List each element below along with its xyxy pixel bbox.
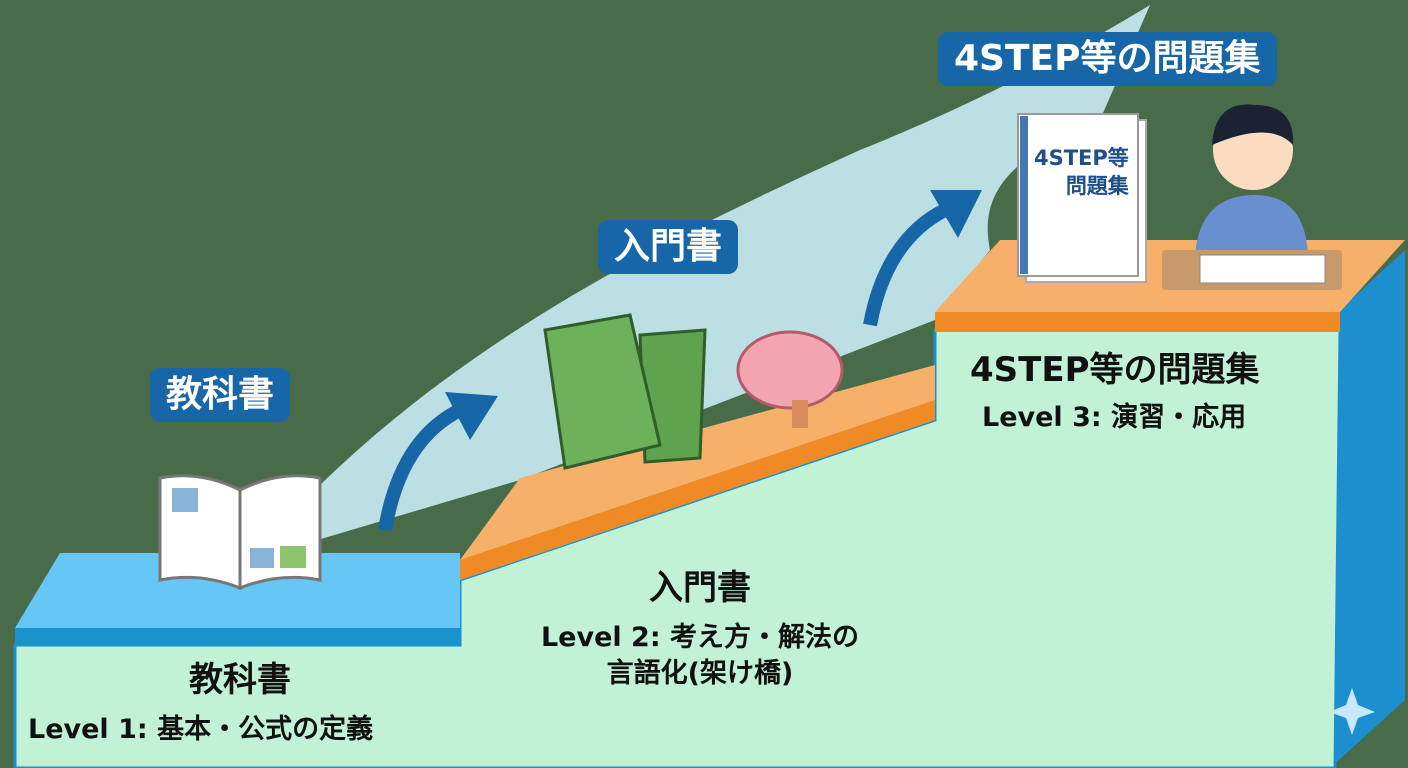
step2-desc: Level 2: 考え方・解法の 言語化(架け橋) bbox=[510, 620, 890, 692]
problem-book-icon bbox=[1017, 113, 1147, 283]
step1-title: 教科書 bbox=[189, 660, 291, 700]
green-books-icon bbox=[543, 313, 707, 470]
step1-edge bbox=[15, 628, 460, 645]
step2-desc-line2: 言語化(架け橋) bbox=[606, 658, 794, 689]
book-cover-line1: 4STEP等 bbox=[1034, 146, 1129, 170]
step1-desc: Level 1: 基本・公式の定義 bbox=[28, 714, 374, 745]
student-icon bbox=[1162, 104, 1342, 290]
step2-edge bbox=[460, 400, 935, 580]
step2-title: 入門書 bbox=[649, 568, 751, 608]
step2-desc-line1: Level 2: 考え方・解法の bbox=[540, 622, 860, 653]
step3-title: 4STEP等の問題集 bbox=[970, 350, 1260, 390]
arrow-icon bbox=[378, 403, 464, 532]
sparkle-icon bbox=[1329, 688, 1375, 735]
tag-step3: 4STEP等の問題集 bbox=[938, 32, 1277, 86]
book-cover-line2: 問題集 bbox=[1065, 174, 1129, 198]
arrow-icon bbox=[863, 203, 949, 327]
brain-icon bbox=[736, 330, 844, 428]
step1-top bbox=[15, 553, 460, 628]
tag-step2: 入門書 bbox=[598, 220, 739, 274]
arrowhead-icon bbox=[930, 190, 982, 238]
open-book-icon bbox=[158, 474, 322, 591]
arrowhead-icon bbox=[445, 392, 498, 440]
tag-step1: 教科書 bbox=[150, 368, 291, 422]
step3-edge bbox=[935, 312, 1340, 332]
book-cover-title: 4STEP等 問題集 bbox=[1034, 144, 1129, 200]
right-wall bbox=[1330, 250, 1405, 768]
step3-desc: Level 3: 演習・応用 bbox=[982, 402, 1247, 433]
